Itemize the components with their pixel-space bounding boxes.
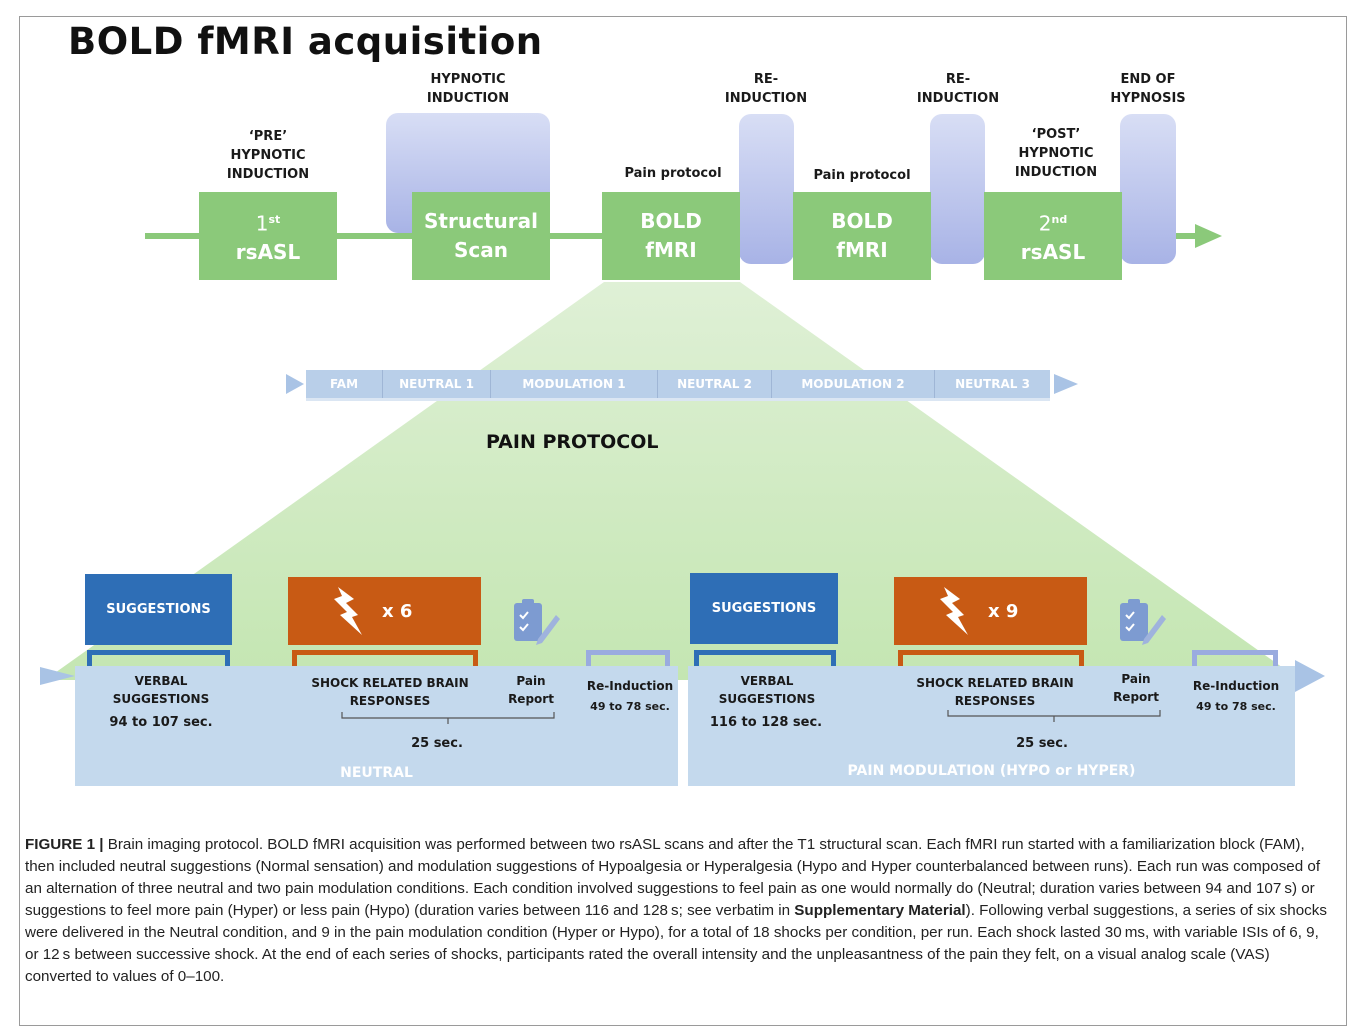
bold-fmri-box-1: BOLD fMRI: [602, 192, 740, 280]
modulation-shock-box: x 9: [894, 577, 1087, 645]
modulation-suggestions-box: SUGGESTIONS: [690, 573, 838, 644]
timeline-bar: [306, 370, 1050, 401]
timeline-neutral-2: NEUTRAL 2: [658, 370, 772, 398]
modulation-shock-duration: 25 sec.: [1016, 736, 1068, 751]
timeline-fam: FAM: [306, 370, 383, 398]
end-of-hypnosis-block: [1120, 114, 1176, 264]
bold-fmri-box-2: BOLD fMRI: [793, 192, 931, 280]
timeline-neutral-1: NEUTRAL 1: [383, 370, 491, 398]
neutral-verbal-duration: 94 to 107 sec.: [109, 715, 213, 730]
figure-number: FIGURE 1 |: [25, 836, 104, 853]
figure-frame: [19, 16, 1347, 1026]
modulation-shock-bracket: [898, 650, 1084, 666]
reinduction-label-1: RE-INDUCTION: [724, 72, 808, 106]
modulation-band: [688, 666, 1295, 786]
neutral-shock-duration: 25 sec.: [411, 736, 463, 751]
reinduction-block-2: [930, 114, 985, 264]
neutral-reinduction-label: Re-Induction: [586, 679, 674, 693]
neutral-band-label: NEUTRAL: [340, 765, 413, 781]
lightning-icon: [940, 587, 968, 635]
modulation-reinduction-label: Re-Induction: [1192, 679, 1280, 693]
modulation-shock-brace: [947, 710, 1161, 722]
lightning-icon: [334, 587, 362, 635]
figure-caption: FIGURE 1 | Brain imaging protocol. BOLD …: [25, 834, 1335, 988]
structural-scan-box: Structural Scan: [412, 192, 550, 280]
figure-title: BOLD fMRI acquisition: [68, 20, 543, 63]
neutral-shock-box: x 6: [288, 577, 481, 645]
neutral-reinduction-duration: 49 to 78 sec.: [590, 700, 670, 713]
modulation-band-label: PAIN MODULATION (HYPO or HYPER): [847, 763, 1136, 779]
timeline-neutral-3: NEUTRAL 3: [955, 377, 1030, 391]
caption-text-b: ). Following verbal suggestions, a serie…: [25, 902, 1327, 985]
pain-protocol-label-1: Pain protocol: [624, 166, 722, 181]
reinduction-block-1: [739, 114, 794, 264]
neutral-band: [75, 666, 678, 786]
neutral-reinduction-bracket: [586, 650, 670, 666]
pain-protocol-title: PAIN PROTOCOL: [486, 431, 659, 453]
supplementary-material-link[interactable]: Supplementary Material: [794, 902, 966, 919]
modulation-suggestions-bracket: [694, 650, 836, 666]
bottom-timeline-arrows: [40, 660, 1325, 692]
pain-report-icon: [1120, 599, 1166, 645]
neutral-shock-bracket: [292, 650, 478, 666]
reinduction-label-2: RE-INDUCTION: [916, 72, 1000, 106]
pain-protocol-label-2: Pain protocol: [813, 168, 911, 183]
neutral-suggestions-box: SUGGESTIONS: [85, 574, 232, 645]
timeline-modulation-2: MODULATION 2: [772, 370, 935, 398]
rsasl-2-box: 2nd rsASL: [984, 192, 1122, 280]
modulation-verbal-duration: 116 to 128 sec.: [709, 715, 823, 730]
neutral-suggestions-bracket: [87, 650, 230, 666]
modulation-reinduction-duration: 49 to 78 sec.: [1196, 700, 1276, 713]
neutral-shock-brace: [341, 712, 555, 724]
timeline-modulation-1: MODULATION 1: [491, 370, 658, 398]
pain-report-icon: [514, 599, 560, 645]
rsasl-1-box: 1st rsASL: [199, 192, 337, 280]
modulation-reinduction-bracket: [1192, 650, 1278, 666]
timeline-arrows: [286, 374, 1078, 394]
caption-text-a: Brain imaging protocol. BOLD fMRI acquis…: [25, 836, 1321, 919]
